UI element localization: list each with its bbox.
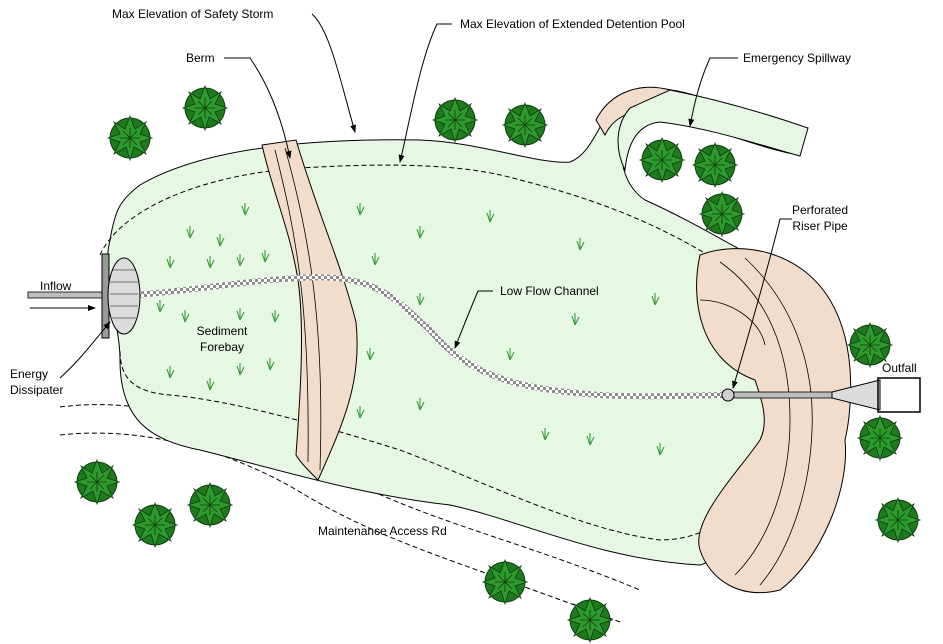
label-low-flow: Low Flow Channel <box>500 284 599 298</box>
shrub-icon <box>133 503 177 547</box>
shrub-icon <box>700 192 744 236</box>
label-dissipater-2: Dissipater <box>10 383 63 397</box>
shrub-icon <box>75 460 119 504</box>
label-berm: Berm <box>186 51 215 65</box>
energy-dissipater <box>108 258 140 334</box>
label-access-rd: Maintenance Access Rd <box>318 524 447 538</box>
shrub-icon <box>568 598 612 642</box>
shrub-icon <box>640 138 684 182</box>
label-inflow: Inflow <box>40 279 72 293</box>
label-max-pool: Max Elevation of Extended Detention Pool <box>460 17 685 31</box>
label-max-storm: Max Elevation of Safety Storm <box>112 7 273 21</box>
label-dissipater-1: Energy <box>10 367 48 381</box>
label-outfall: Outfall <box>882 361 917 375</box>
label-forebay-2: Forebay <box>200 340 244 354</box>
shrub-icon <box>188 483 232 527</box>
shrub-icon <box>108 116 152 160</box>
outfall-pipe <box>734 392 832 398</box>
shrub-icon <box>433 98 477 142</box>
shrub-icon <box>503 103 547 147</box>
shrub-icon <box>483 560 527 604</box>
label-riser-2: Riser Pipe <box>792 219 848 233</box>
shrub-icon <box>183 86 227 130</box>
outfall-headwall <box>878 378 920 412</box>
label-forebay-1: Sediment <box>197 324 248 338</box>
label-riser-1: Perforated <box>792 203 848 217</box>
label-spillway: Emergency Spillway <box>743 51 851 65</box>
arrow-icon <box>60 322 110 378</box>
perforated-riser-pipe <box>722 389 734 401</box>
shrub-icon <box>693 143 737 187</box>
shrub-icon <box>858 416 902 460</box>
arrow-icon <box>312 14 355 132</box>
shrub-icon <box>876 498 920 542</box>
